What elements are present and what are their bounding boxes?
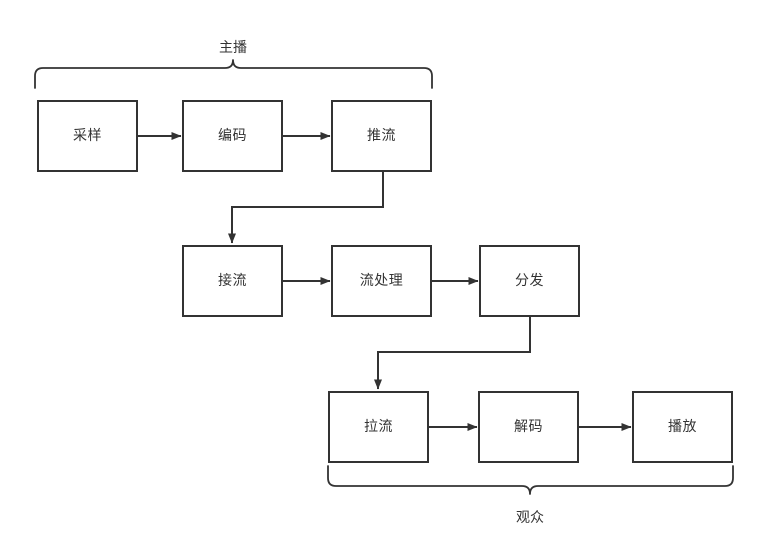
node-bianma-label: 编码 xyxy=(218,128,247,144)
group-label-audience: 观众 xyxy=(516,510,544,526)
node-fenfa[interactable]: 分发 xyxy=(479,245,580,317)
node-tuiliu-label: 推流 xyxy=(367,128,396,144)
edge-fenfa-laliu xyxy=(374,317,531,390)
node-laliu-label: 拉流 xyxy=(364,419,393,435)
node-bianma[interactable]: 编码 xyxy=(182,100,283,172)
node-jiema[interactable]: 解码 xyxy=(478,391,579,463)
node-jieliu-label: 接流 xyxy=(218,273,247,289)
node-caiyang-label: 采样 xyxy=(73,128,102,144)
node-tuiliu[interactable]: 推流 xyxy=(331,100,432,172)
node-liuchuli[interactable]: 流处理 xyxy=(331,245,432,317)
brace-anchor-group xyxy=(34,59,433,89)
node-bofang-label: 播放 xyxy=(668,419,697,435)
node-liuchuli-label: 流处理 xyxy=(359,273,404,289)
node-jieliu[interactable]: 接流 xyxy=(182,245,283,317)
group-label-anchor: 主播 xyxy=(219,40,247,56)
node-jiema-label: 解码 xyxy=(514,419,543,435)
node-fenfa-label: 分发 xyxy=(515,273,544,289)
edge-tuiliu-jieliu xyxy=(228,172,384,244)
brace-audience-group xyxy=(327,465,734,495)
node-bofang[interactable]: 播放 xyxy=(632,391,733,463)
node-laliu[interactable]: 拉流 xyxy=(328,391,429,463)
node-caiyang[interactable]: 采样 xyxy=(37,100,138,172)
